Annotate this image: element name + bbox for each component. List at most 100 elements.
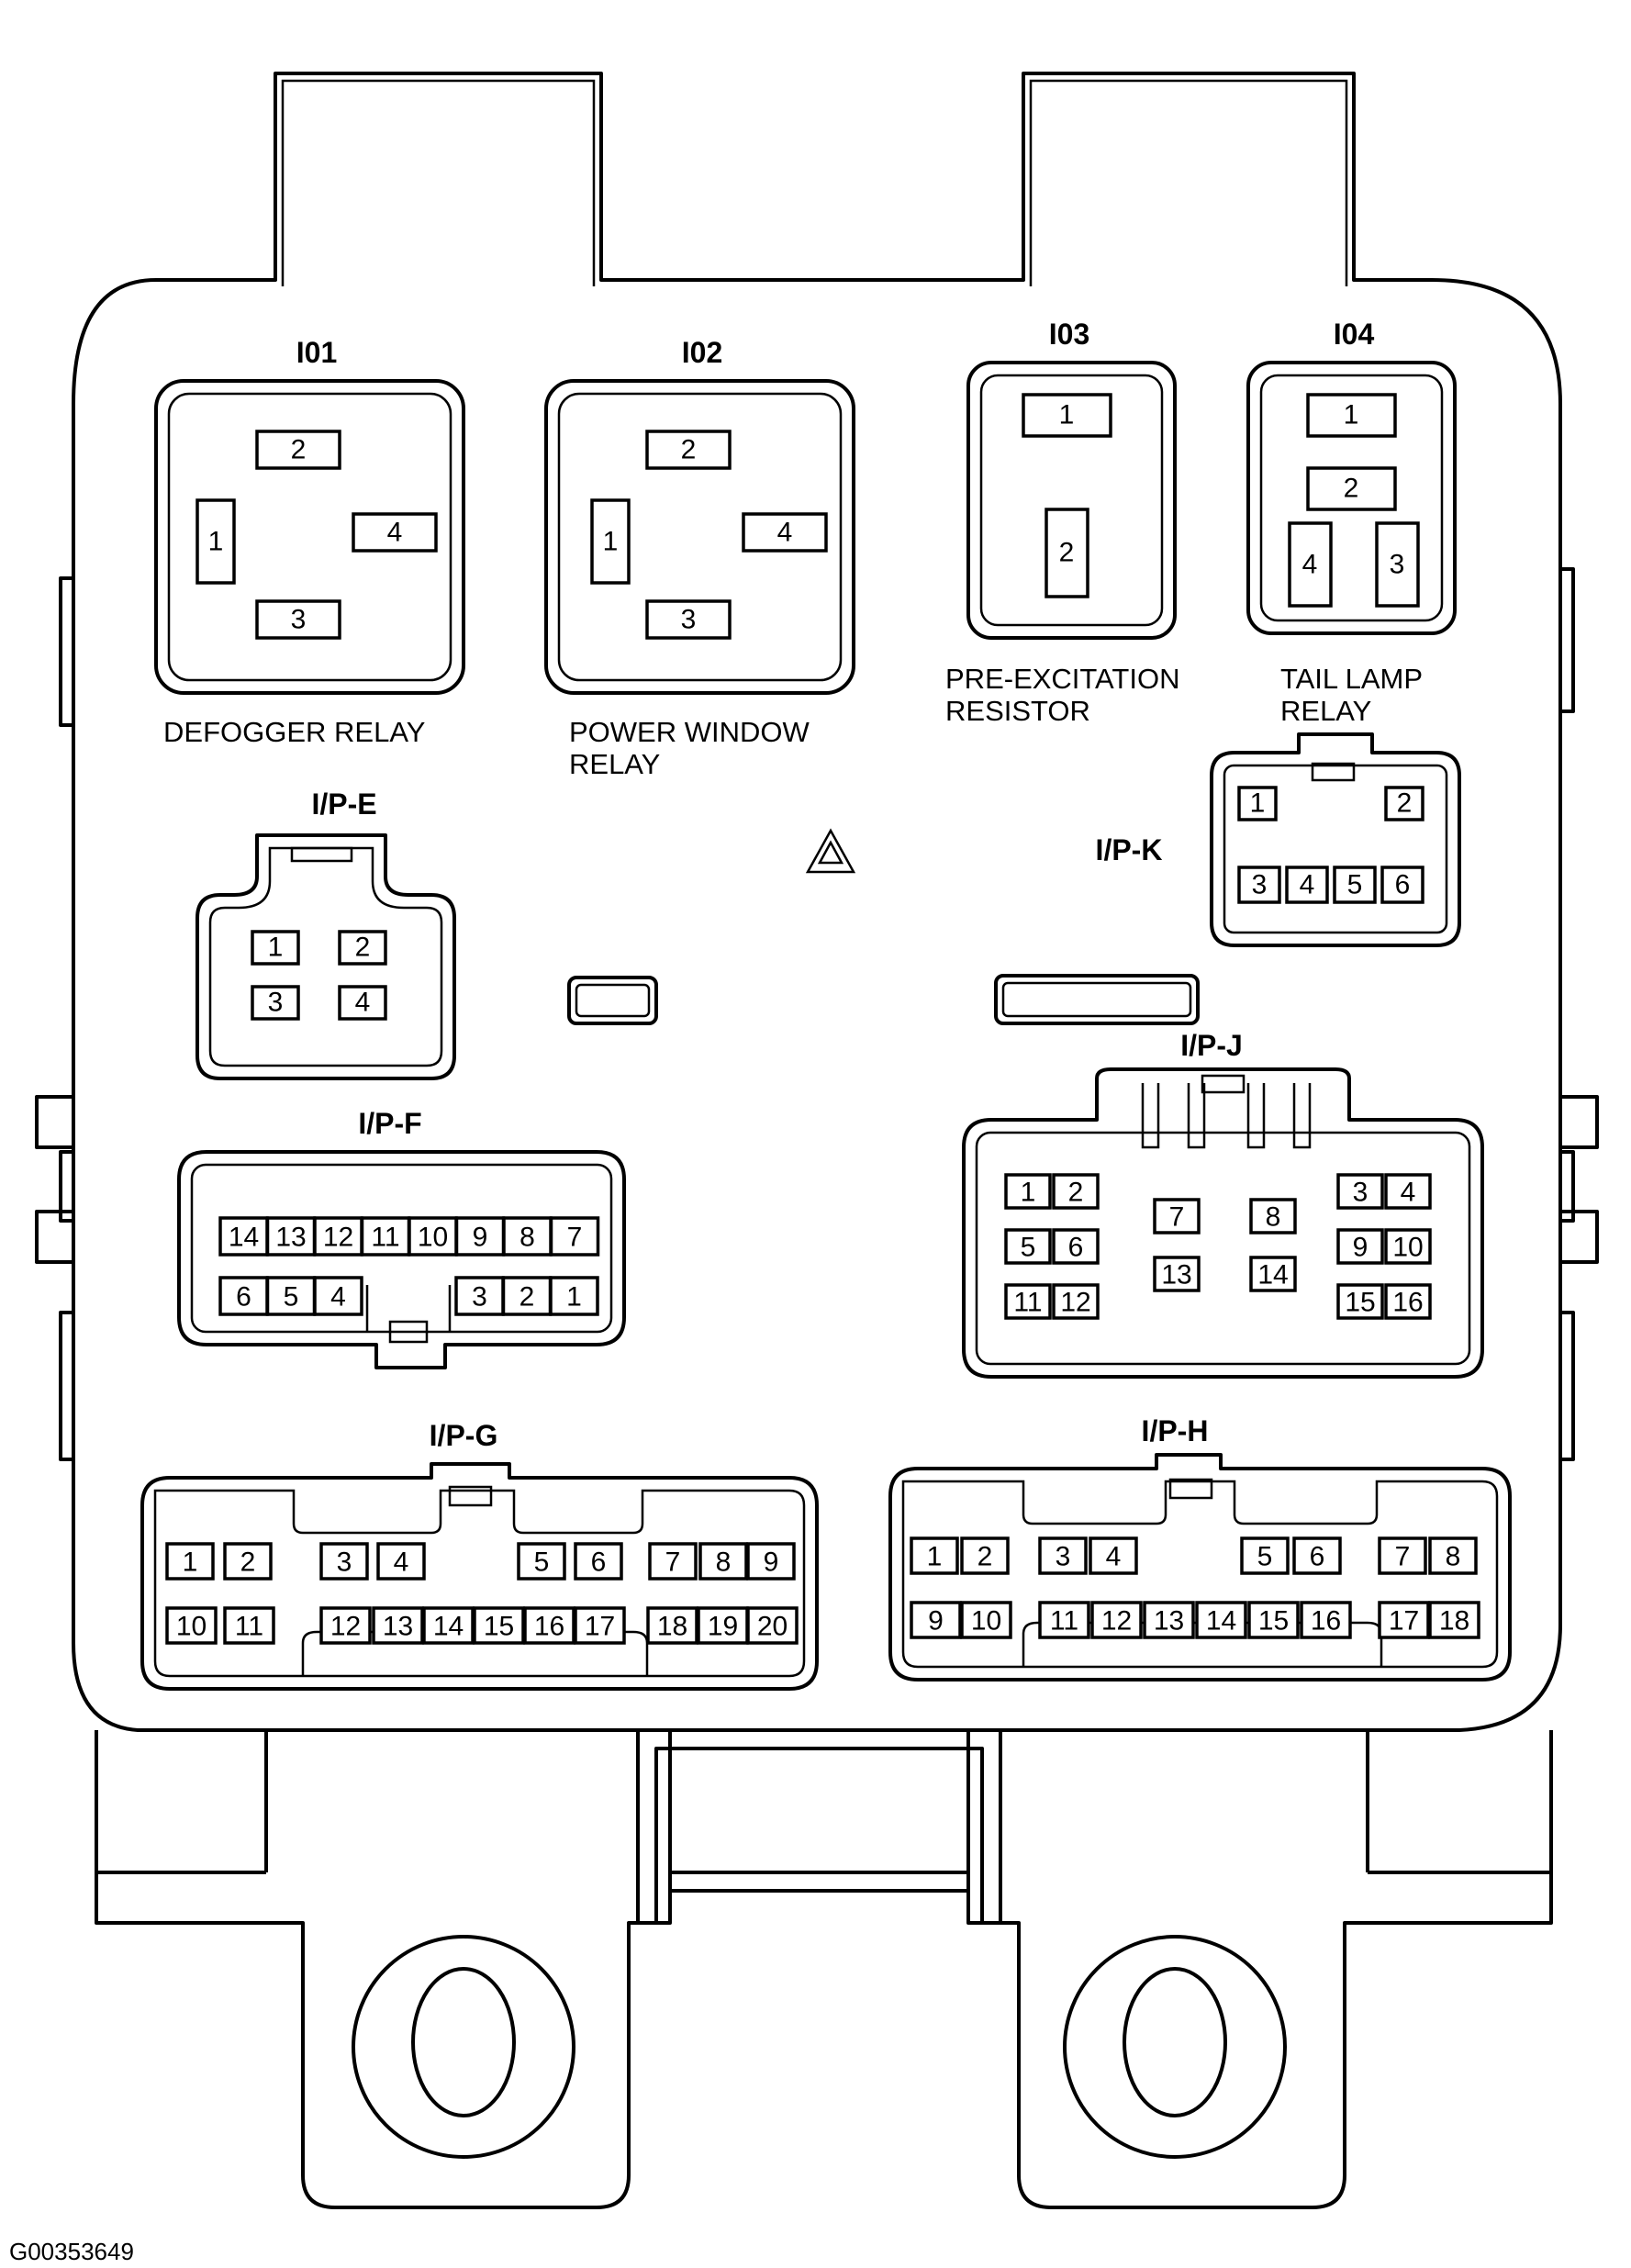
svg-text:2: 2 (355, 933, 371, 963)
connector-ipf-pin-label: 7 (567, 1223, 583, 1253)
connector-ipg-pin: 11 (223, 1606, 275, 1645)
connector-ipk-pin: 3 (1237, 866, 1281, 904)
connector-ipj-pin: 15 (1336, 1283, 1384, 1320)
connector-ipj-pin-label: 14 (1257, 1260, 1288, 1290)
svg-text:4: 4 (355, 988, 371, 1018)
svg-text:3: 3 (1252, 870, 1268, 900)
connector-ipg-pin: 3 (319, 1542, 369, 1581)
connector-ipj-pin-label: 15 (1345, 1288, 1375, 1318)
svg-text:5: 5 (1347, 870, 1363, 900)
connector-iph-pin: 9 (910, 1601, 962, 1639)
connector-iph-pin: 11 (1038, 1601, 1090, 1639)
relay-i02: I02 2 1 4 3 POWER WINDOW RELAY (544, 336, 855, 780)
relay-i01-pin: 3 (255, 599, 341, 640)
connector-ipg-pin: 5 (517, 1542, 566, 1581)
connector-ipg-pin-label: 13 (383, 1612, 413, 1642)
relay-i04-pin: 4 (1288, 521, 1333, 608)
connector-iph-pin: 18 (1428, 1601, 1480, 1639)
connector-ipf-pin: 6 (218, 1276, 269, 1316)
connector-ipe-pin: 2 (338, 930, 387, 966)
relay-i02-pin: 1 (590, 498, 631, 585)
connector-iph-pin: 3 (1038, 1536, 1088, 1575)
connector-ipg-pin-label: 20 (757, 1612, 788, 1642)
connector-ipk-pin: 5 (1333, 866, 1377, 904)
relay-i02-pin: 4 (742, 512, 828, 553)
svg-text:1: 1 (1250, 788, 1266, 819)
connector-ipj-pin-label: 1 (1021, 1178, 1036, 1208)
connector-ipj-pin-label: 16 (1392, 1288, 1423, 1318)
connector-ipg-pin-label: 18 (657, 1612, 687, 1642)
connector-iph-pin: 15 (1247, 1601, 1300, 1639)
connector-ipk-pin: 1 (1237, 786, 1278, 821)
recycle-icon (805, 828, 856, 874)
connector-iph-pin: 4 (1089, 1536, 1138, 1575)
connector-ipj-pin-label: 2 (1068, 1178, 1084, 1208)
connector-ipj-pin: 1 (1004, 1173, 1052, 1210)
svg-text:1: 1 (1059, 400, 1075, 430)
connector-ipj-pin-label: 6 (1068, 1233, 1084, 1263)
svg-text:2: 2 (291, 435, 307, 465)
connector-ipj-pin: 3 (1336, 1173, 1384, 1210)
relay-i04-pin: 3 (1375, 521, 1420, 608)
resistor-i03-pin: 1 (1022, 393, 1112, 438)
connector-ipe-pin: 3 (251, 985, 300, 1021)
svg-text:1: 1 (208, 527, 224, 557)
connector-ipg-pin-label: 14 (433, 1612, 464, 1642)
connector-ipg-pin: 9 (746, 1542, 796, 1581)
connector-ipg-pin: 12 (319, 1606, 372, 1645)
connector-ipg-title: I/P-G (430, 1419, 498, 1452)
connector-iph-pin-label: 16 (1311, 1606, 1341, 1637)
connector-iph-pin: 6 (1292, 1536, 1342, 1575)
resistor-i03-title: I03 (1049, 318, 1089, 351)
connector-iph-pin: 5 (1240, 1536, 1290, 1575)
figure-code: G00353649 (9, 2238, 134, 2265)
svg-text:4: 4 (777, 518, 793, 548)
svg-text:3: 3 (291, 605, 307, 635)
connector-ipg-pin: 1 (165, 1542, 215, 1581)
connector-iph-pin: 8 (1428, 1536, 1478, 1575)
vent-slot (567, 976, 658, 1025)
connector-ipk-pin: 4 (1285, 866, 1329, 904)
connector-ipg-pin-label: 7 (665, 1547, 681, 1578)
connector-ipf-pin-label: 6 (236, 1282, 251, 1313)
connector-ipg-pin-label: 6 (591, 1547, 607, 1578)
relay-i01: I01 2 1 4 3 DEFOGGER RELAY (154, 336, 465, 748)
connector-ipj-pin: 16 (1384, 1283, 1432, 1320)
connector-ipg-pin: 10 (165, 1606, 218, 1645)
connector-iph-pin-label: 10 (971, 1606, 1001, 1637)
connector-ipf-pin: 11 (360, 1216, 411, 1257)
connector-ipf-pin-label: 2 (519, 1282, 535, 1313)
connector-iph-pin-label: 7 (1395, 1542, 1411, 1572)
connector-ipf-pin-label: 9 (473, 1223, 488, 1253)
connector-ipf-pin-label: 3 (472, 1282, 487, 1313)
connector-iph-pin-label: 3 (1056, 1542, 1071, 1572)
connector-iph-pin-label: 1 (927, 1542, 943, 1572)
resistor-i03-pin: 2 (1045, 508, 1089, 598)
connector-ipg-pin-label: 10 (176, 1612, 207, 1642)
connector-ipg-pin: 16 (523, 1606, 575, 1645)
connector-ipf-pin: 12 (313, 1216, 363, 1257)
connector-ipk-title: I/P-K (1096, 833, 1163, 866)
connector-ipf-pin: 8 (502, 1216, 553, 1257)
connector-ipg-pin-label: 11 (235, 1612, 263, 1642)
connector-ipg-pin: 7 (648, 1542, 698, 1581)
connector-ipj-pin: 5 (1004, 1228, 1052, 1265)
svg-text:2: 2 (1059, 538, 1075, 568)
connector-ipg-pin: 15 (473, 1606, 525, 1645)
svg-text:3: 3 (268, 988, 284, 1018)
svg-text:2: 2 (1397, 788, 1413, 819)
connector-ipj-pin-label: 8 (1266, 1202, 1281, 1233)
connector-ipj-pin-label: 9 (1353, 1233, 1368, 1263)
connector-iph-pin: 12 (1090, 1601, 1143, 1639)
connector-ipj-pin: 11 (1004, 1283, 1052, 1320)
connector-ipg-pin: 18 (646, 1606, 698, 1645)
relay-i01-pin: 2 (255, 430, 341, 470)
connector-ipg-pin-label: 8 (716, 1547, 732, 1578)
connector-ipf-pin-label: 4 (330, 1282, 346, 1313)
